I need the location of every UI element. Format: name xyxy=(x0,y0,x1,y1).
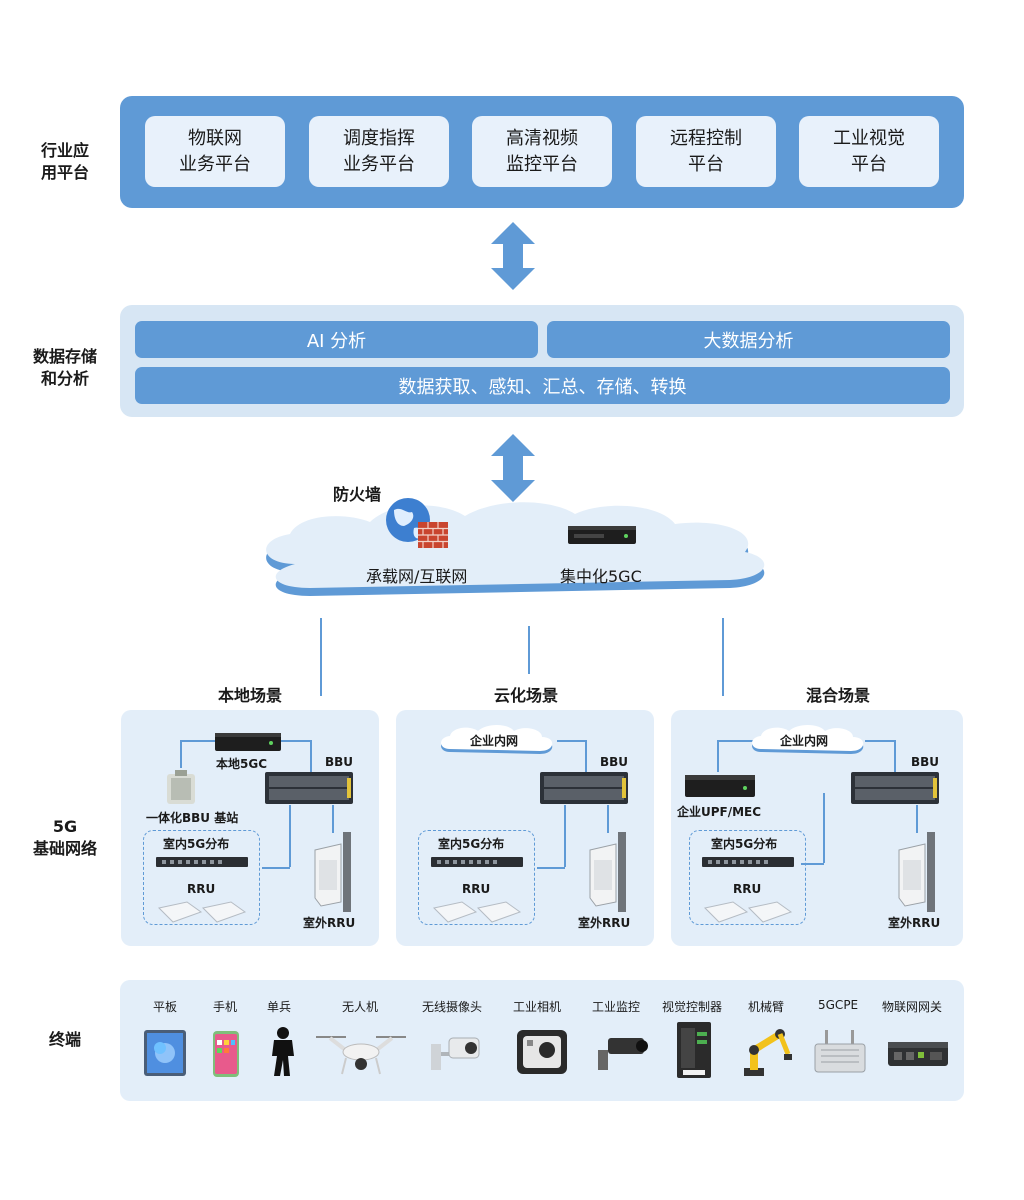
terminals-band: 平板 手机 单兵 无人机 无线摄像头 工业相机 工业监控 视觉控制器 机械臂 5… xyxy=(120,980,964,1101)
indoor-label: 室内5G分布 xyxy=(711,837,778,851)
bbu-label: BBU xyxy=(325,755,354,769)
wireless-camera-icon xyxy=(431,1037,480,1070)
phone-icon xyxy=(213,1031,239,1077)
terminal-label-robot-arm: 机械臂 xyxy=(748,1000,785,1014)
integrated-bbu-icon xyxy=(167,770,195,804)
app-remote-platform: 远程控制 平台 xyxy=(636,116,776,187)
terminal-label-tablet: 平板 xyxy=(153,1000,178,1014)
local-5gc-server-icon xyxy=(215,733,281,751)
switch-icon xyxy=(702,857,794,867)
intranet-label: 企业内网 xyxy=(780,734,829,748)
bbu-label: BBU xyxy=(911,755,940,769)
robot-arm-icon xyxy=(744,1029,792,1076)
terminal-label-5gcpe: 5GCPE xyxy=(818,998,859,1012)
connector-line xyxy=(528,626,530,674)
data-storage-band: AI 分析 大数据分析 数据获取、感知、汇总、存储、转换 xyxy=(120,305,964,417)
label-app-platform: 行业应 用平台 xyxy=(40,141,89,182)
indoor-rru-icon xyxy=(157,901,247,923)
local-5gc-label: 本地5GC xyxy=(216,757,268,771)
bbu-label: BBU xyxy=(600,755,629,769)
integrated-bbu-label: 一体化BBU 基站 xyxy=(146,811,239,825)
outdoor-rru-label: 室外RRU xyxy=(303,916,356,930)
terminal-label-industrial-monitor: 工业监控 xyxy=(592,1000,641,1014)
connector-line xyxy=(722,618,724,696)
upf-mec-label: 企业UPF/MEC xyxy=(677,805,762,819)
outdoor-rru-icon xyxy=(314,832,351,912)
ai-analysis-bar: AI 分析 xyxy=(135,321,538,358)
scene-cloud-panel: 企业内网 BBU 室内5G分布 RRU 室外RRU xyxy=(396,710,654,946)
cpe-device-icon xyxy=(814,1030,866,1073)
app-vision-platform: 工业视觉 平台 xyxy=(799,116,939,187)
label-data-storage: 数据存储 和分析 xyxy=(32,347,97,388)
terminal-label-phone: 手机 xyxy=(213,1000,238,1014)
terminal-label-industrial-camera: 工业相机 xyxy=(513,1000,562,1014)
outdoor-rru-label: 室外RRU xyxy=(578,916,631,930)
label-5g-network: 5G 基础网络 xyxy=(32,817,97,858)
scene-local-panel: 本地5GC BBU 一体化BBU 基站 室内5G分布 RRU 室外RRU xyxy=(121,710,379,946)
bbu-device-icon xyxy=(265,772,353,804)
intranet-cloud-icon xyxy=(752,725,864,754)
app-iot-platform: 物联网 业务平台 xyxy=(145,116,285,187)
scene-title-cloud: 云化场景 xyxy=(494,686,559,705)
indoor-label: 室内5G分布 xyxy=(438,837,505,851)
cloud-network-icon xyxy=(266,502,765,596)
server-icon xyxy=(568,526,636,544)
bearer-network-label: 承载网/互联网 xyxy=(366,567,468,586)
vision-controller-icon xyxy=(677,1022,711,1078)
rru-label: RRU xyxy=(187,882,216,896)
intranet-cloud-icon xyxy=(441,725,553,754)
indoor-label: 室内5G分布 xyxy=(163,837,230,851)
terminal-label-wireless-camera: 无线摄像头 xyxy=(422,1000,483,1014)
central-5gc-label: 集中化5GC xyxy=(560,567,642,586)
terminal-label-iot-gateway: 物联网网关 xyxy=(882,1000,943,1014)
outdoor-rru-icon xyxy=(898,832,935,912)
tablet-icon xyxy=(144,1030,186,1076)
connector-line xyxy=(320,618,322,696)
outdoor-rru-label: 室外RRU xyxy=(888,916,941,930)
app-video-platform: 高清视频 监控平台 xyxy=(472,116,612,187)
outdoor-rru-icon xyxy=(589,832,626,912)
soldier-icon xyxy=(272,1027,294,1076)
terminal-label-vision-controller: 视觉控制器 xyxy=(662,1000,723,1014)
indoor-distribution-box xyxy=(418,830,535,925)
industrial-camera-icon xyxy=(517,1030,567,1074)
double-arrow-icon xyxy=(491,222,535,290)
rru-label: RRU xyxy=(733,882,762,896)
bigdata-analysis-bar: 大数据分析 xyxy=(547,321,950,358)
scene-hybrid-panel: 企业内网 企业UPF/MEC BBU 室内5G分布 RRU 室外RRU xyxy=(671,710,963,946)
scene-title-hybrid: 混合场景 xyxy=(806,686,871,705)
iot-gateway-icon xyxy=(888,1042,948,1066)
app-platform-band: 物联网 业务平台 调度指挥 业务平台 高清视频 监控平台 远程控制 平台 工业视… xyxy=(120,96,964,208)
upf-mec-server-icon xyxy=(685,775,755,797)
intranet-label: 企业内网 xyxy=(470,734,519,748)
rru-label: RRU xyxy=(462,882,491,896)
indoor-distribution-box xyxy=(689,830,806,925)
indoor-rru-icon xyxy=(432,901,522,923)
data-pipeline-bar: 数据获取、感知、汇总、存储、转换 xyxy=(135,367,950,404)
indoor-rru-icon xyxy=(703,901,793,923)
firewall-label: 防火墙 xyxy=(333,485,382,504)
industrial-monitor-icon xyxy=(598,1038,648,1070)
firewall-globe-icon xyxy=(386,498,448,548)
switch-icon xyxy=(156,857,248,867)
double-arrow-icon xyxy=(491,434,535,502)
bbu-device-icon xyxy=(851,772,939,804)
indoor-distribution-box xyxy=(143,830,260,925)
terminal-label-drone: 无人机 xyxy=(342,1000,379,1014)
label-terminal: 终端 xyxy=(48,1030,81,1049)
drone-icon xyxy=(316,1036,406,1075)
terminal-label-soldier: 单兵 xyxy=(267,1000,292,1014)
bbu-device-icon xyxy=(540,772,628,804)
app-dispatch-platform: 调度指挥 业务平台 xyxy=(309,116,449,187)
scene-title-local: 本地场景 xyxy=(218,686,283,705)
switch-icon xyxy=(431,857,523,867)
